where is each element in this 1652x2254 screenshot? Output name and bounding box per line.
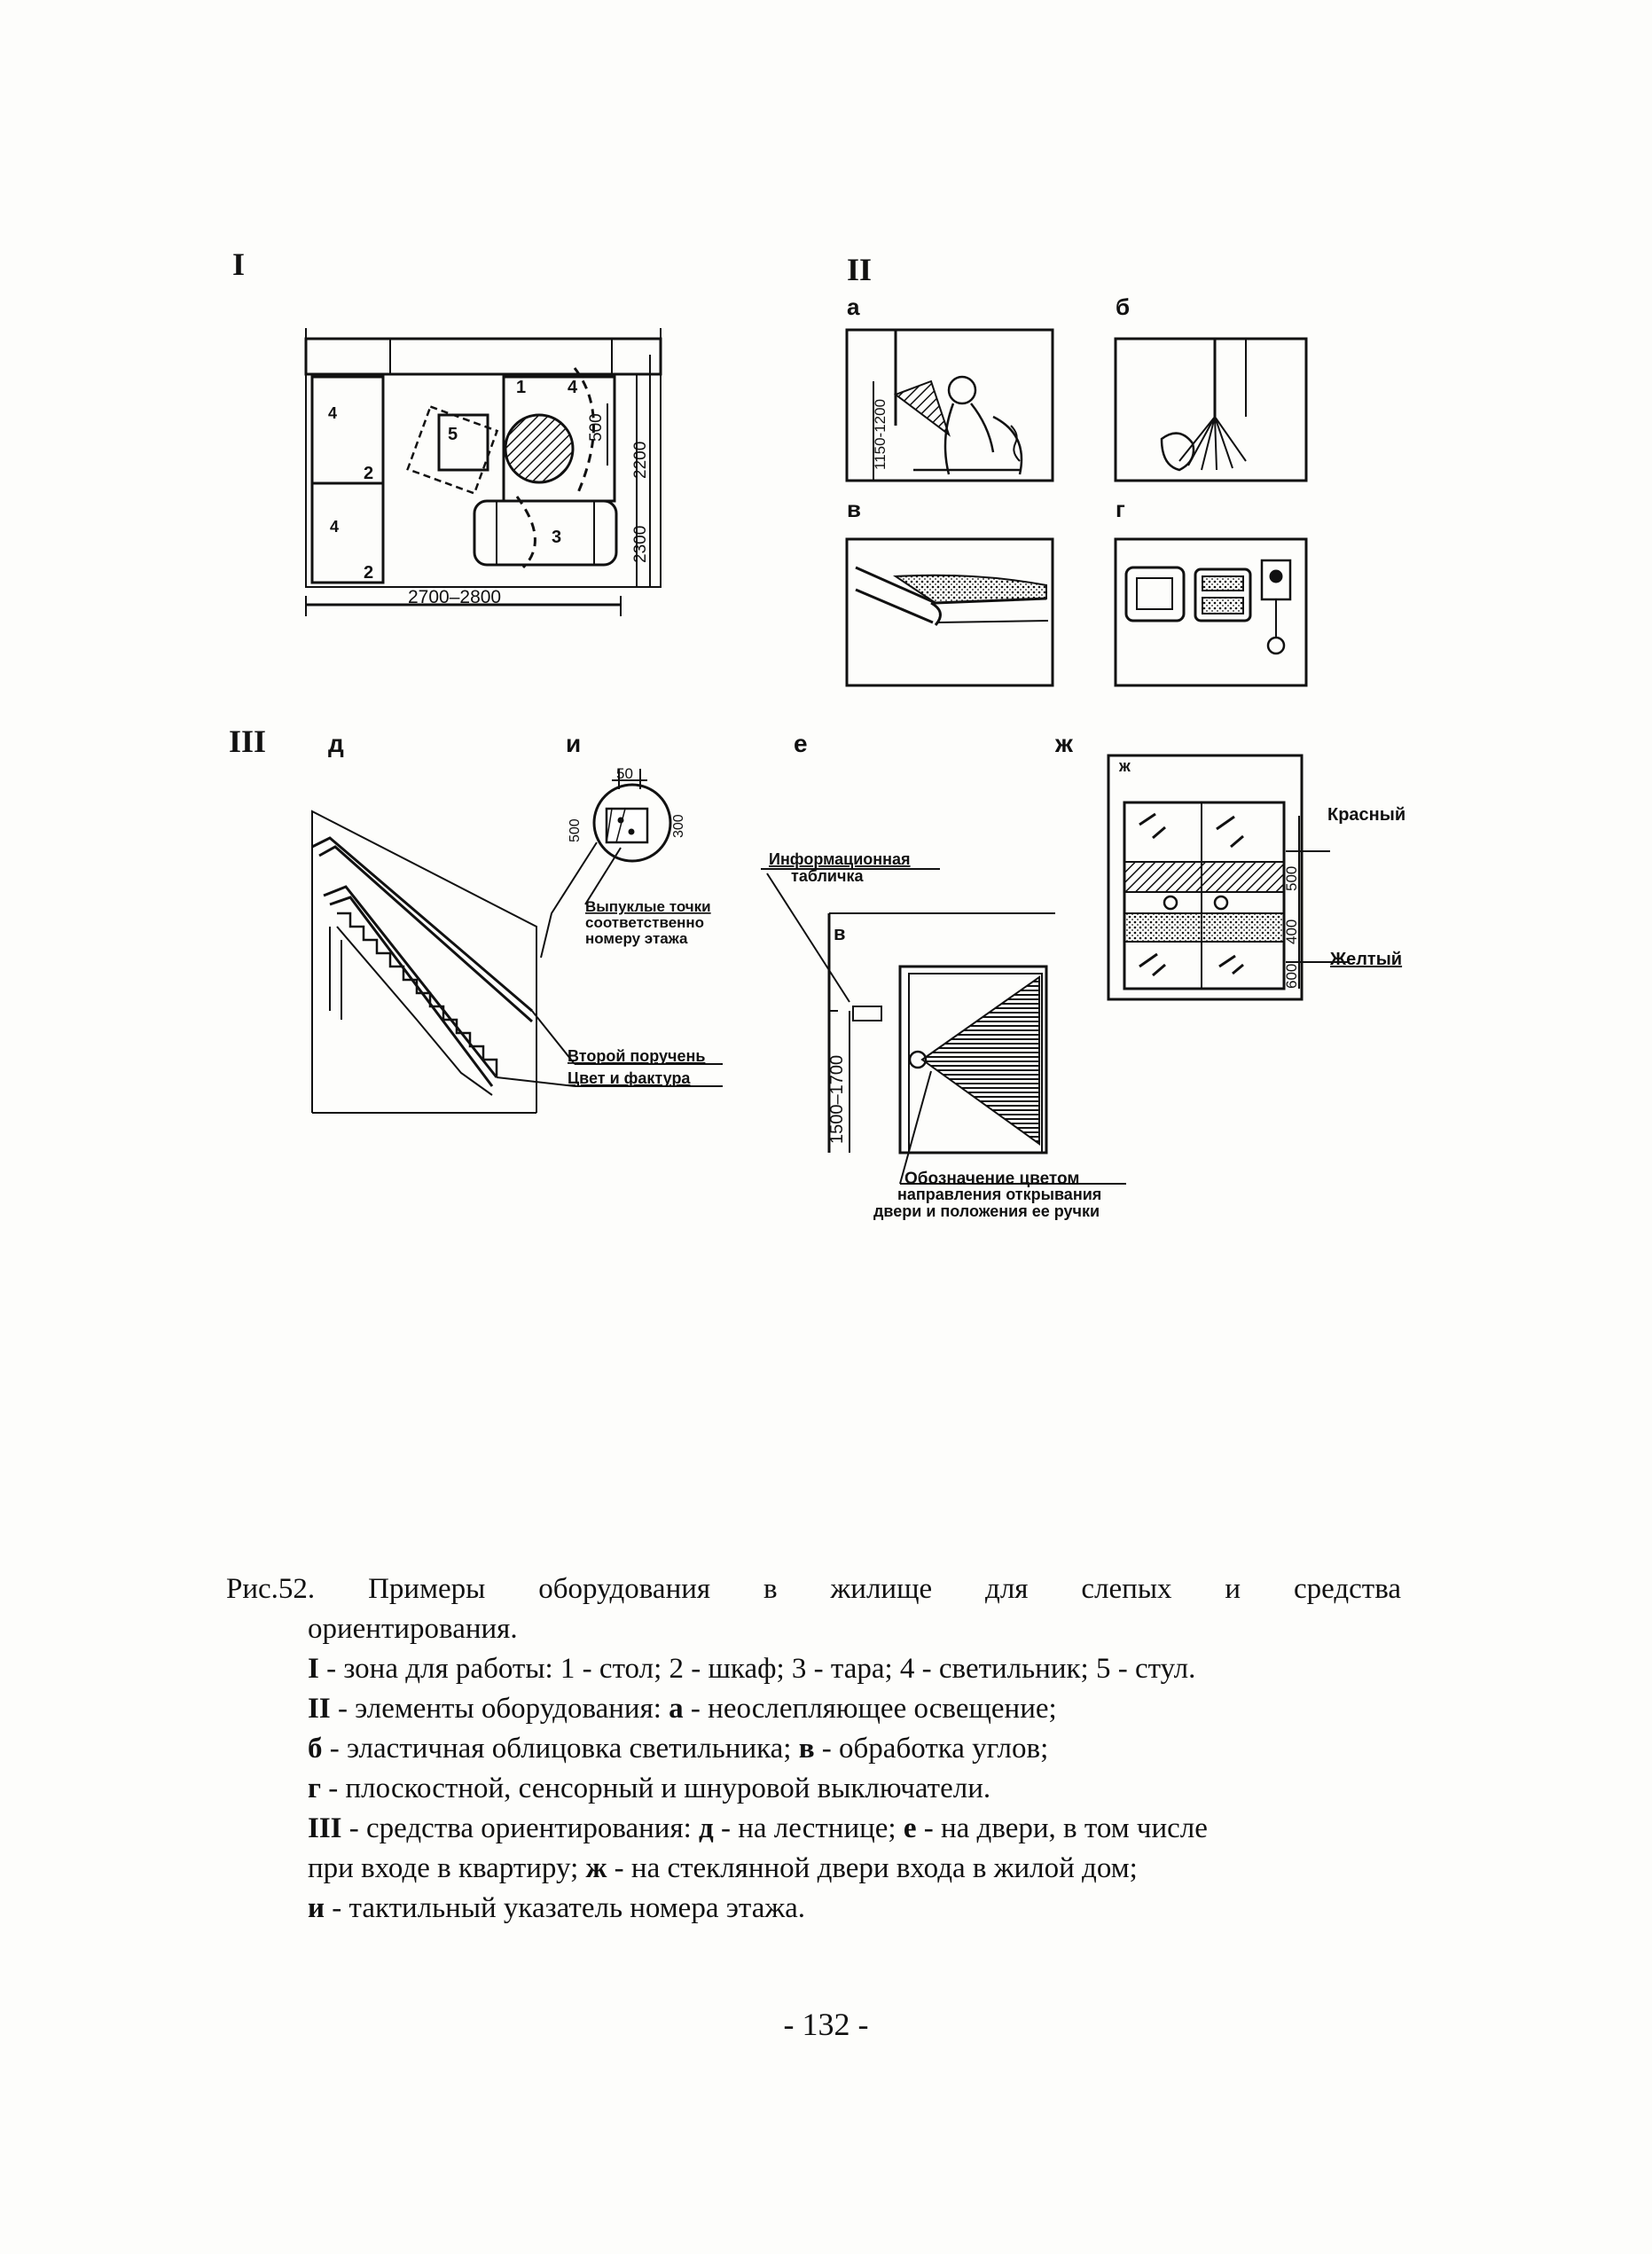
part-label-three: III: [229, 724, 266, 759]
glass-door-dim-600: 600: [1283, 964, 1300, 989]
caption-text-i-lower: - тактильный указатель номера этажа.: [325, 1892, 806, 1924]
caption-line-i: I - зона для работы: 1 - стол; 2 - шкаф;…: [226, 1649, 1401, 1689]
caption-text-ii-a: - неослепляющее освещение;: [683, 1693, 1057, 1725]
caption-key-ii: II: [308, 1693, 331, 1725]
glass-door-dim-500: 500: [1283, 866, 1300, 891]
page-number: - 132 -: [783, 2007, 869, 2042]
lighting-height-range: 1150-1200: [872, 399, 889, 470]
caption-key-b: б: [308, 1733, 323, 1765]
caption-key-i-lower: и: [308, 1892, 325, 1924]
caption-title-line: Рис.52. Примеры оборудования в жилище дл…: [226, 1569, 1401, 1609]
door-sign-label-line2: табличка: [791, 867, 864, 885]
plan-number-3: 3: [552, 528, 561, 547]
panel-g-switches: [1114, 537, 1308, 687]
plan-dimension-2200: 2200: [631, 442, 650, 479]
stairs-dots-label-line1: Выпуклые точки: [585, 898, 711, 915]
stairs-dim-300: 300: [671, 814, 686, 838]
panel-letter-d: д: [328, 730, 344, 757]
panel-zh-glass-door: [1107, 754, 1348, 1001]
panel-b-lamp: [1114, 337, 1308, 482]
stairs-dim-50: 50: [616, 765, 633, 782]
caption-text-zh: - на стеклянной двери входа в жилой дом;: [607, 1852, 1138, 1884]
panel-d-stairs: [311, 769, 723, 1114]
caption-key-i: I: [308, 1653, 319, 1685]
door-color-label-line1: Обозначение цветом: [904, 1170, 1079, 1188]
caption-text-g: - плоскостной, сенсорный и шнуровой выкл…: [321, 1773, 991, 1804]
stairs-dots-label-line2: соответственно: [585, 914, 704, 931]
plan-number-4-top: 4: [328, 404, 337, 422]
panel-letter-g: г: [1116, 496, 1125, 522]
caption-text-v: - обработка углов;: [814, 1733, 1049, 1765]
panel-letter-e: е: [794, 730, 808, 757]
panel-letter-zh: ж: [1054, 730, 1074, 757]
stairs-texture-label: Цвет и фактура: [568, 1069, 691, 1087]
caption-key-ii-a: а: [669, 1693, 684, 1725]
plan-number-5: 5: [448, 425, 458, 444]
caption-text-cont: при входе в квартиру;: [308, 1852, 586, 1884]
plan-number-2-bottom: 2: [364, 563, 373, 583]
plan-number-4-bottom: 4: [330, 518, 339, 536]
plan-dimension-500: 500: [587, 413, 606, 442]
plan-labels: 4 4 2 2 1 4 5 3 2700–2800 500 2200 2300: [328, 378, 650, 607]
caption-line-continued: при входе в квартиру; ж - на стеклянной …: [226, 1849, 1401, 1889]
door-height-range: 1500–1700: [827, 1055, 847, 1144]
caption-line-ii: II - элементы оборудования: а - неослепл…: [226, 1689, 1401, 1729]
plan-width-dimension: 2700–2800: [408, 587, 501, 607]
stairs-dim-500: 500: [568, 818, 583, 842]
caption-title-part1: Примеры оборудования в жилище для слепых…: [368, 1573, 1402, 1605]
panel-e-door: [761, 868, 1126, 1185]
caption-key-g: г: [308, 1773, 321, 1804]
panel-letter-a: а: [847, 293, 860, 320]
panel-letter-b: б: [1116, 293, 1130, 320]
caption-text-iii: - средства ориентирования:: [341, 1812, 700, 1844]
caption-key-v: в: [798, 1733, 815, 1765]
door-color-label-line3: двери и положения ее ручки: [873, 1202, 1100, 1220]
caption-text-b: - эластичная облицовка светильника;: [322, 1733, 799, 1765]
part-label-one: I: [232, 247, 245, 282]
stairs-dots-label-line3: номеру этажа: [585, 930, 688, 947]
figure-caption: Рис.52. Примеры оборудования в жилище дл…: [226, 1569, 1401, 1929]
plan-number-2-top: 2: [364, 464, 373, 483]
caption-text-e: - на двери, в том числе: [916, 1812, 1208, 1844]
stairs-handrail-label: Второй поручень: [568, 1047, 705, 1065]
plan-number-1: 1: [516, 378, 526, 397]
door-sign-label-line1: Информационная: [769, 850, 911, 868]
caption-text-i: - зона для работы: 1 - стол; 2 - шкаф; 3…: [318, 1653, 1196, 1685]
glass-door-red-label: Красный: [1327, 805, 1405, 825]
panel-letter-i: и: [566, 730, 581, 757]
caption-line-i-lower: и - тактильный указатель номера этажа.: [226, 1889, 1401, 1929]
plan-number-4-lamp: 4: [568, 378, 578, 397]
caption-key-zh: ж: [585, 1852, 607, 1884]
panel-v-corner: [845, 537, 1054, 687]
caption-key-d: д: [699, 1812, 714, 1844]
glass-door-dim-400: 400: [1283, 920, 1300, 944]
caption-line-g: г - плоскостной, сенсорный и шнуровой вы…: [226, 1769, 1401, 1809]
caption-line-iii: III - средства ориентирования: д - на ле…: [226, 1809, 1401, 1849]
caption-key-e: е: [903, 1812, 917, 1844]
work-zone-plan: [304, 328, 662, 616]
caption-text-ii: - элементы оборудования:: [330, 1693, 669, 1725]
caption-line-b: б - эластичная облицовка светильника; в …: [226, 1729, 1401, 1769]
panel-letter-v: в: [847, 496, 861, 522]
caption-title-part2: ориентирования.: [308, 1613, 518, 1645]
glass-door-panel-letter: ж: [1118, 757, 1131, 775]
caption-text-d: - на лестнице;: [713, 1812, 904, 1844]
caption-key-iii: III: [308, 1812, 342, 1844]
part-label-two: II: [847, 252, 872, 287]
figure-52: I II III 4 4 2 2 1 4 5: [229, 247, 1405, 1220]
door-color-label-line2: направления открывания: [897, 1186, 1101, 1203]
glass-door-yellow-label: Желтый: [1329, 950, 1402, 969]
plan-dimension-2300: 2300: [631, 526, 650, 563]
door-panel-letter-v: в: [834, 922, 846, 944]
panel-a-lighting: [845, 328, 1054, 482]
caption-figure-number: Рис.52.: [226, 1573, 316, 1605]
